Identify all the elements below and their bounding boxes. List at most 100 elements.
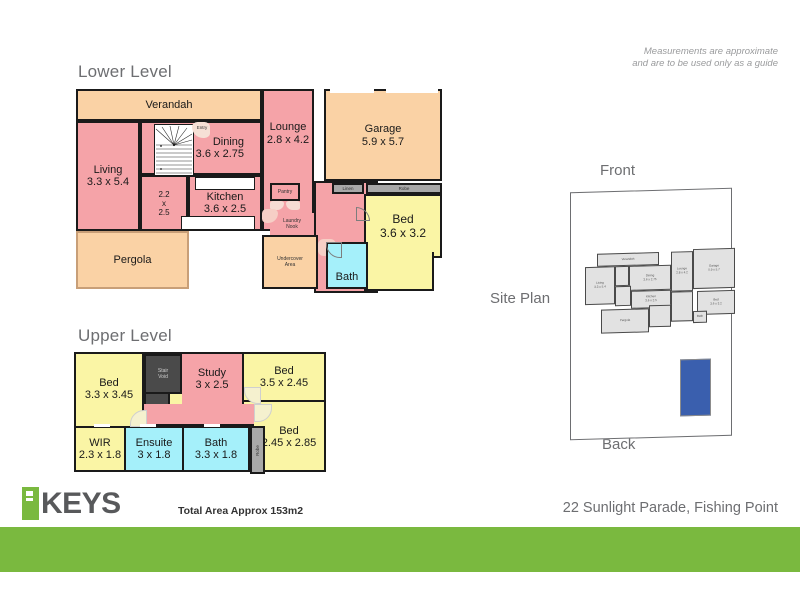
room-ensuite: Ensuite 3 x 1.8 (126, 426, 184, 470)
laundry-door-arc-icon (262, 209, 278, 223)
mini-room-stair (615, 265, 629, 287)
room-study-dim: 3 x 2.5 (195, 379, 229, 391)
room-pantry: Pantry (270, 183, 300, 201)
mini-room-bed-dim: 3.6 x 3.2 (710, 301, 722, 306)
room-bed-lower-dim: 3.6 x 3.2 (379, 226, 427, 240)
room-pergola: Pergola (76, 231, 189, 289)
storage-robe: Robe (366, 183, 442, 194)
room-wir-dim: 2.3 x 1.8 (78, 449, 122, 461)
room-bed-lower: Bed 3.6 x 3.2 (364, 194, 442, 258)
upper-level-title: Upper Level (78, 326, 172, 345)
garage-door-right (386, 89, 438, 93)
garage-door-left (330, 89, 374, 93)
property-address: 22 Sunlight Parade, Fishing Point (562, 500, 778, 516)
room-bed-upper-1: Bed 3.3 x 3.45 (76, 354, 144, 424)
room-bath-upper-label: Bath (204, 436, 228, 449)
stair-void: Stair Void (144, 354, 182, 394)
room-bath-lower-label: Bath (335, 270, 359, 283)
bed-lower-extension (364, 252, 434, 291)
room-lounge-label: Lounge (269, 121, 307, 133)
keys-logo-text: KEYS (41, 486, 121, 520)
room-bath-upper-dim: 3.3 x 1.8 (194, 449, 238, 461)
pantry-door-arc-icon (270, 201, 284, 210)
entry-label: Entry (196, 124, 208, 130)
staircase (154, 124, 194, 178)
storage-robe-upper: Robe (250, 426, 265, 474)
mini-room-living-dim: 3.3 x 5.4 (594, 284, 606, 289)
upper-level-plan: Bed 3.3 x 3.45 Stair Void Study 3 x 2.5 … (74, 352, 326, 474)
room-study-label: Study (197, 366, 227, 379)
mini-room-lounge-dim: 2.8 x 4.2 (676, 270, 688, 275)
footer-green-band (0, 527, 800, 572)
room-garage: Garage 5.9 x 5.7 (324, 89, 442, 181)
mini-room-small (615, 285, 631, 307)
mini-room-pergola: Pergola (601, 308, 649, 334)
mini-room-hall (671, 291, 693, 322)
mini-room-dining: Dining 3.6 x 2.75 (629, 264, 671, 291)
room-laundry-label-1: Laundry (282, 218, 302, 224)
room-garage-label: Garage (364, 123, 402, 135)
room-lounge-dim: 2.8 x 4.2 (266, 133, 310, 146)
mini-room-lounge: Lounge 2.8 x 4.2 (671, 251, 693, 292)
storage-robe-label: Robe (398, 185, 410, 191)
room-unnamed-dim-x: x (162, 198, 166, 208)
kitchen-bench-bottom (181, 216, 255, 230)
room-bed-upper-2-dim: 3.5 x 2.45 (259, 377, 309, 389)
storage-robe-upper-label: Robe (254, 444, 260, 456)
room-study: Study 3 x 2.5 (182, 354, 244, 404)
room-laundry-label-2: Nook (286, 224, 298, 230)
mini-room-garage: Garage 5.9 x 5.7 (693, 247, 735, 290)
mini-room-dining-dim: 3.6 x 2.75 (643, 276, 657, 281)
room-bed-upper-3-dim: 2.45 x 2.85 (261, 437, 317, 449)
door-gap-bath (204, 424, 220, 427)
site-plan-mini-floorplan: Verandah Living 3.3 x 5.4 Dining 3.6 x 2… (585, 247, 735, 347)
kitchen-bench-top (195, 177, 255, 190)
mini-room-pergola-label: Pergola (619, 318, 631, 323)
disclaimer: Measurements are approximate and are to … (632, 46, 778, 70)
room-bed-upper-1-dim: 3.3 x 3.45 (84, 389, 134, 401)
door-gap-wir (94, 424, 110, 427)
room-pantry-label: Pantry (277, 189, 293, 195)
room-undercover-area: Undercover Area (262, 235, 318, 289)
entry-door-arc-icon (192, 122, 210, 138)
keys-logo-mark-icon (22, 487, 39, 520)
pantry-door-arc-icon-2 (286, 201, 300, 210)
total-area-label: Total Area Approx 153m2 (178, 505, 304, 517)
room-pergola-label: Pergola (113, 253, 152, 266)
room-unnamed-dim-2: 2.5 (158, 207, 170, 217)
staircase-treads-icon (155, 125, 193, 174)
upper-landing (144, 404, 264, 426)
mini-room-garage-dim: 5.9 x 5.7 (708, 267, 720, 272)
site-plan-front-label: Front (600, 162, 636, 179)
room-undercover-label-1: Undercover (277, 256, 303, 262)
door-gap-ensuite (140, 424, 156, 427)
room-verandah-label: Verandah (145, 98, 193, 111)
room-kitchen-dim: 3.6 x 2.5 (203, 203, 247, 215)
storage-linen-label: Linen (342, 185, 354, 191)
lower-level-plan: Verandah Living 3.3 x 5.4 Dining 3.6 x 2… (74, 87, 444, 295)
room-ensuite-label: Ensuite (135, 436, 173, 449)
site-plan-pool (680, 358, 711, 417)
disclaimer-line-2: and are to be used only as a guide (632, 58, 778, 69)
site-plan: Site Plan Front Back Verandah Living 3.3… (490, 150, 790, 470)
room-living: Living 3.3 x 5.4 (76, 121, 140, 231)
room-laundry-nook: Laundry Nook (270, 213, 314, 235)
keys-logo: KEYS (22, 487, 121, 520)
room-wir-label: WIR (89, 436, 111, 449)
mini-room-bath: Bath (693, 310, 707, 324)
disclaimer-line-1: Measurements are approximate (643, 46, 778, 57)
room-undercover-label-2: Area (284, 262, 296, 268)
storage-linen: Linen (332, 183, 364, 194)
lower-level-title: Lower Level (78, 62, 172, 81)
room-bed-upper-1-label: Bed (99, 376, 119, 389)
entry-label-wrap: Entry (192, 123, 212, 132)
room-wir: WIR 2.3 x 1.8 (76, 426, 126, 470)
room-living-dim: 3.3 x 5.4 (86, 176, 130, 188)
room-dining-dim: 3.6 x 2.75 (195, 148, 244, 160)
mini-room-bath-label: Bath (696, 313, 704, 319)
room-living-label: Living (93, 163, 123, 176)
bed-upper-1-door-arc-icon (130, 410, 147, 427)
room-ensuite-dim: 3 x 1.8 (137, 449, 171, 461)
site-plan-title: Site Plan (490, 290, 551, 307)
